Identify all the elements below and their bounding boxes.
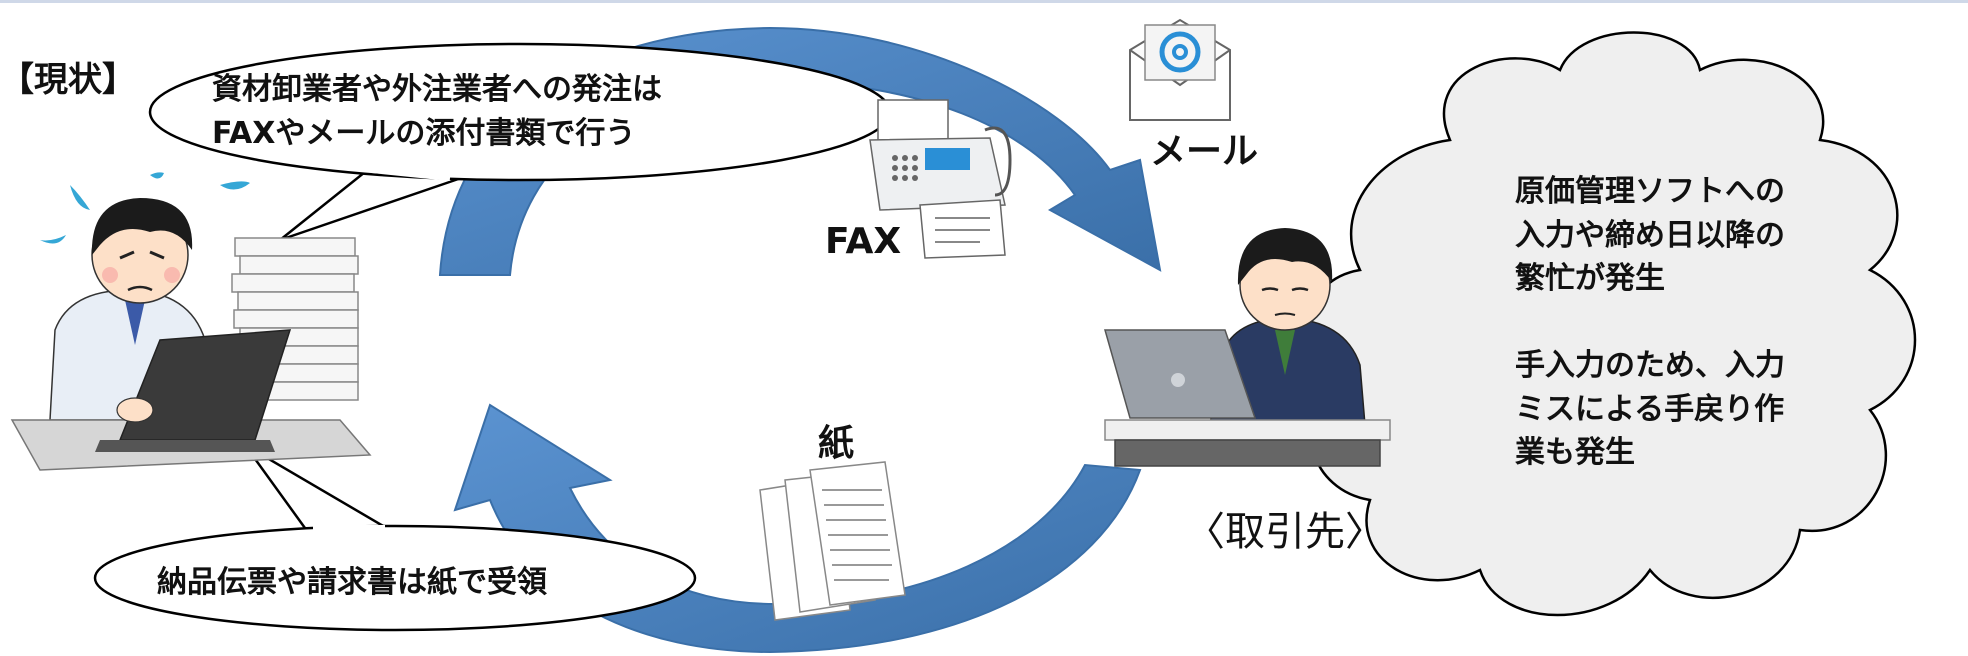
partner-label: 〈取引先〉 [1185,509,1385,555]
paper-label: 紙 [818,423,855,464]
status-heading: 【現状】 [0,60,136,100]
speech-bubble-bottom [93,443,697,632]
email-envelope-icon [1129,18,1231,121]
speech-bubble-top [148,42,892,242]
fax-label: FAX [825,221,902,262]
cloud-text: 原価管理ソフトへの 入力や締め日以降の 繁忙が発生 手入力のため、入力 ミスによ… [1515,174,1785,470]
paper-documents-icon [759,461,906,621]
bubble-top-text: 資材卸業者や外注業者への発注は FAXやメールの添付書類で行う [212,72,662,151]
mail-label: メール [1150,131,1259,172]
bubble-bottom-text: 納品伝票や請求書は紙で受領 [157,565,547,600]
tired-partner-icon [1104,228,1391,467]
worried-worker-icon [10,172,372,471]
top-border [0,0,1968,3]
fax-machine-icon [869,99,1012,259]
